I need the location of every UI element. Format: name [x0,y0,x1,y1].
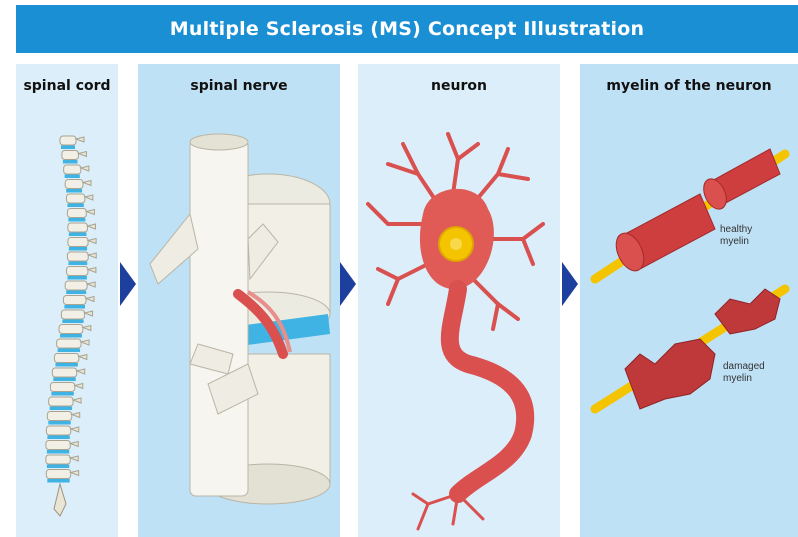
spinal-disc [47,465,69,469]
spinal-disc [69,247,87,251]
spinal-disc [66,189,82,193]
damaged-label-line1: damaged [723,361,765,373]
spinal-disc [53,378,75,382]
vertebra [47,412,71,421]
vertebra [67,267,88,276]
vertebra [62,151,79,160]
vertebra [50,383,74,392]
panel-spinal-cord: spinal cord [16,64,118,537]
damaged-myelin-segments [625,289,780,409]
vertebra [57,339,81,348]
title-bar: Multiple Sclerosis (MS) Concept Illustra… [16,5,798,53]
vertebra-process [87,282,95,287]
panel-spinal-nerve: spinal nerve [138,64,340,537]
vertebra [46,470,70,479]
spinal-disc [47,479,69,483]
panel-myelin: myelin of the neuron healthy myelin dama… [580,64,798,537]
vertebra-process [75,384,83,389]
vertebra [60,136,76,145]
vertebra-process [85,195,93,200]
vertebra-process [88,239,96,244]
vertebra [68,223,88,232]
spinal-disc [65,175,80,179]
spinal-disc [61,146,75,150]
myelin-illustration [580,64,798,537]
healthy-label-line2: myelin [720,236,752,248]
vertebra-process [71,471,79,476]
vertebra [61,310,84,319]
vertebra-process [79,355,87,360]
healthy-label-line1: healthy [720,224,752,236]
vertebra [49,397,73,406]
vertebra-process [85,311,93,316]
spinal-disc [62,320,83,324]
vertebra [54,354,78,363]
neuron-illustration [358,64,560,537]
spinal-disc [69,233,87,237]
vertebra-process [76,137,84,142]
spinal-disc [67,204,83,208]
vertebra-process [87,224,95,229]
vertebra-process [71,427,79,432]
vertebra-process [70,442,78,447]
damaged-myelin-label: damaged myelin [723,361,765,385]
spinal-disc [63,160,78,164]
vertebra [66,194,84,203]
vertebra-process [86,297,94,302]
spinal-disc [47,450,69,454]
vertebra-process [88,268,96,273]
spinal-disc [68,276,87,280]
arrow-icon [120,262,136,306]
arrow-icon [562,262,578,306]
spinal-disc [51,392,73,396]
vertebra [59,325,83,334]
vertebra [67,252,88,261]
vertebra-process [78,152,86,157]
vertebra [46,455,70,464]
vertebra-process [83,181,91,186]
vertebra [46,426,70,435]
damaged-label-line2: myelin [723,373,765,385]
vertebra [67,209,86,218]
vertebra [63,296,86,305]
vertebra [68,238,88,247]
spinal-disc [64,305,85,309]
spinal-disc [66,291,86,295]
spinal-nerve-illustration [138,64,340,537]
spinal-disc [55,363,77,367]
arrow-icon [340,262,356,306]
spinal-disc [58,349,80,353]
healthy-myelin-label: healthy myelin [720,224,752,248]
vertebra-process [81,340,89,345]
vertebra-process [72,413,80,418]
spinal-disc [68,218,85,222]
vertebra [46,441,70,450]
vertebra-process [81,166,89,171]
panel-neuron: neuron [358,64,560,537]
vertebra-process [88,253,96,258]
spinal-disc [50,407,72,411]
vertebra-process [77,369,85,374]
spinal-disc [47,436,69,440]
vertebra [52,368,76,377]
healthy-myelin-segments [611,149,780,275]
page-title: Multiple Sclerosis (MS) Concept Illustra… [170,18,644,40]
vertebra-process [83,326,91,331]
vertebra [64,165,81,174]
vertebra-process [70,456,78,461]
vertebra [65,281,87,290]
spinal-disc [68,262,87,266]
vertebra-process [86,210,94,215]
vertebra [65,180,83,189]
spinal-disc [48,421,70,425]
spine-illustration [16,64,118,537]
vertebra-process [73,398,81,403]
spinal-disc [60,334,82,338]
